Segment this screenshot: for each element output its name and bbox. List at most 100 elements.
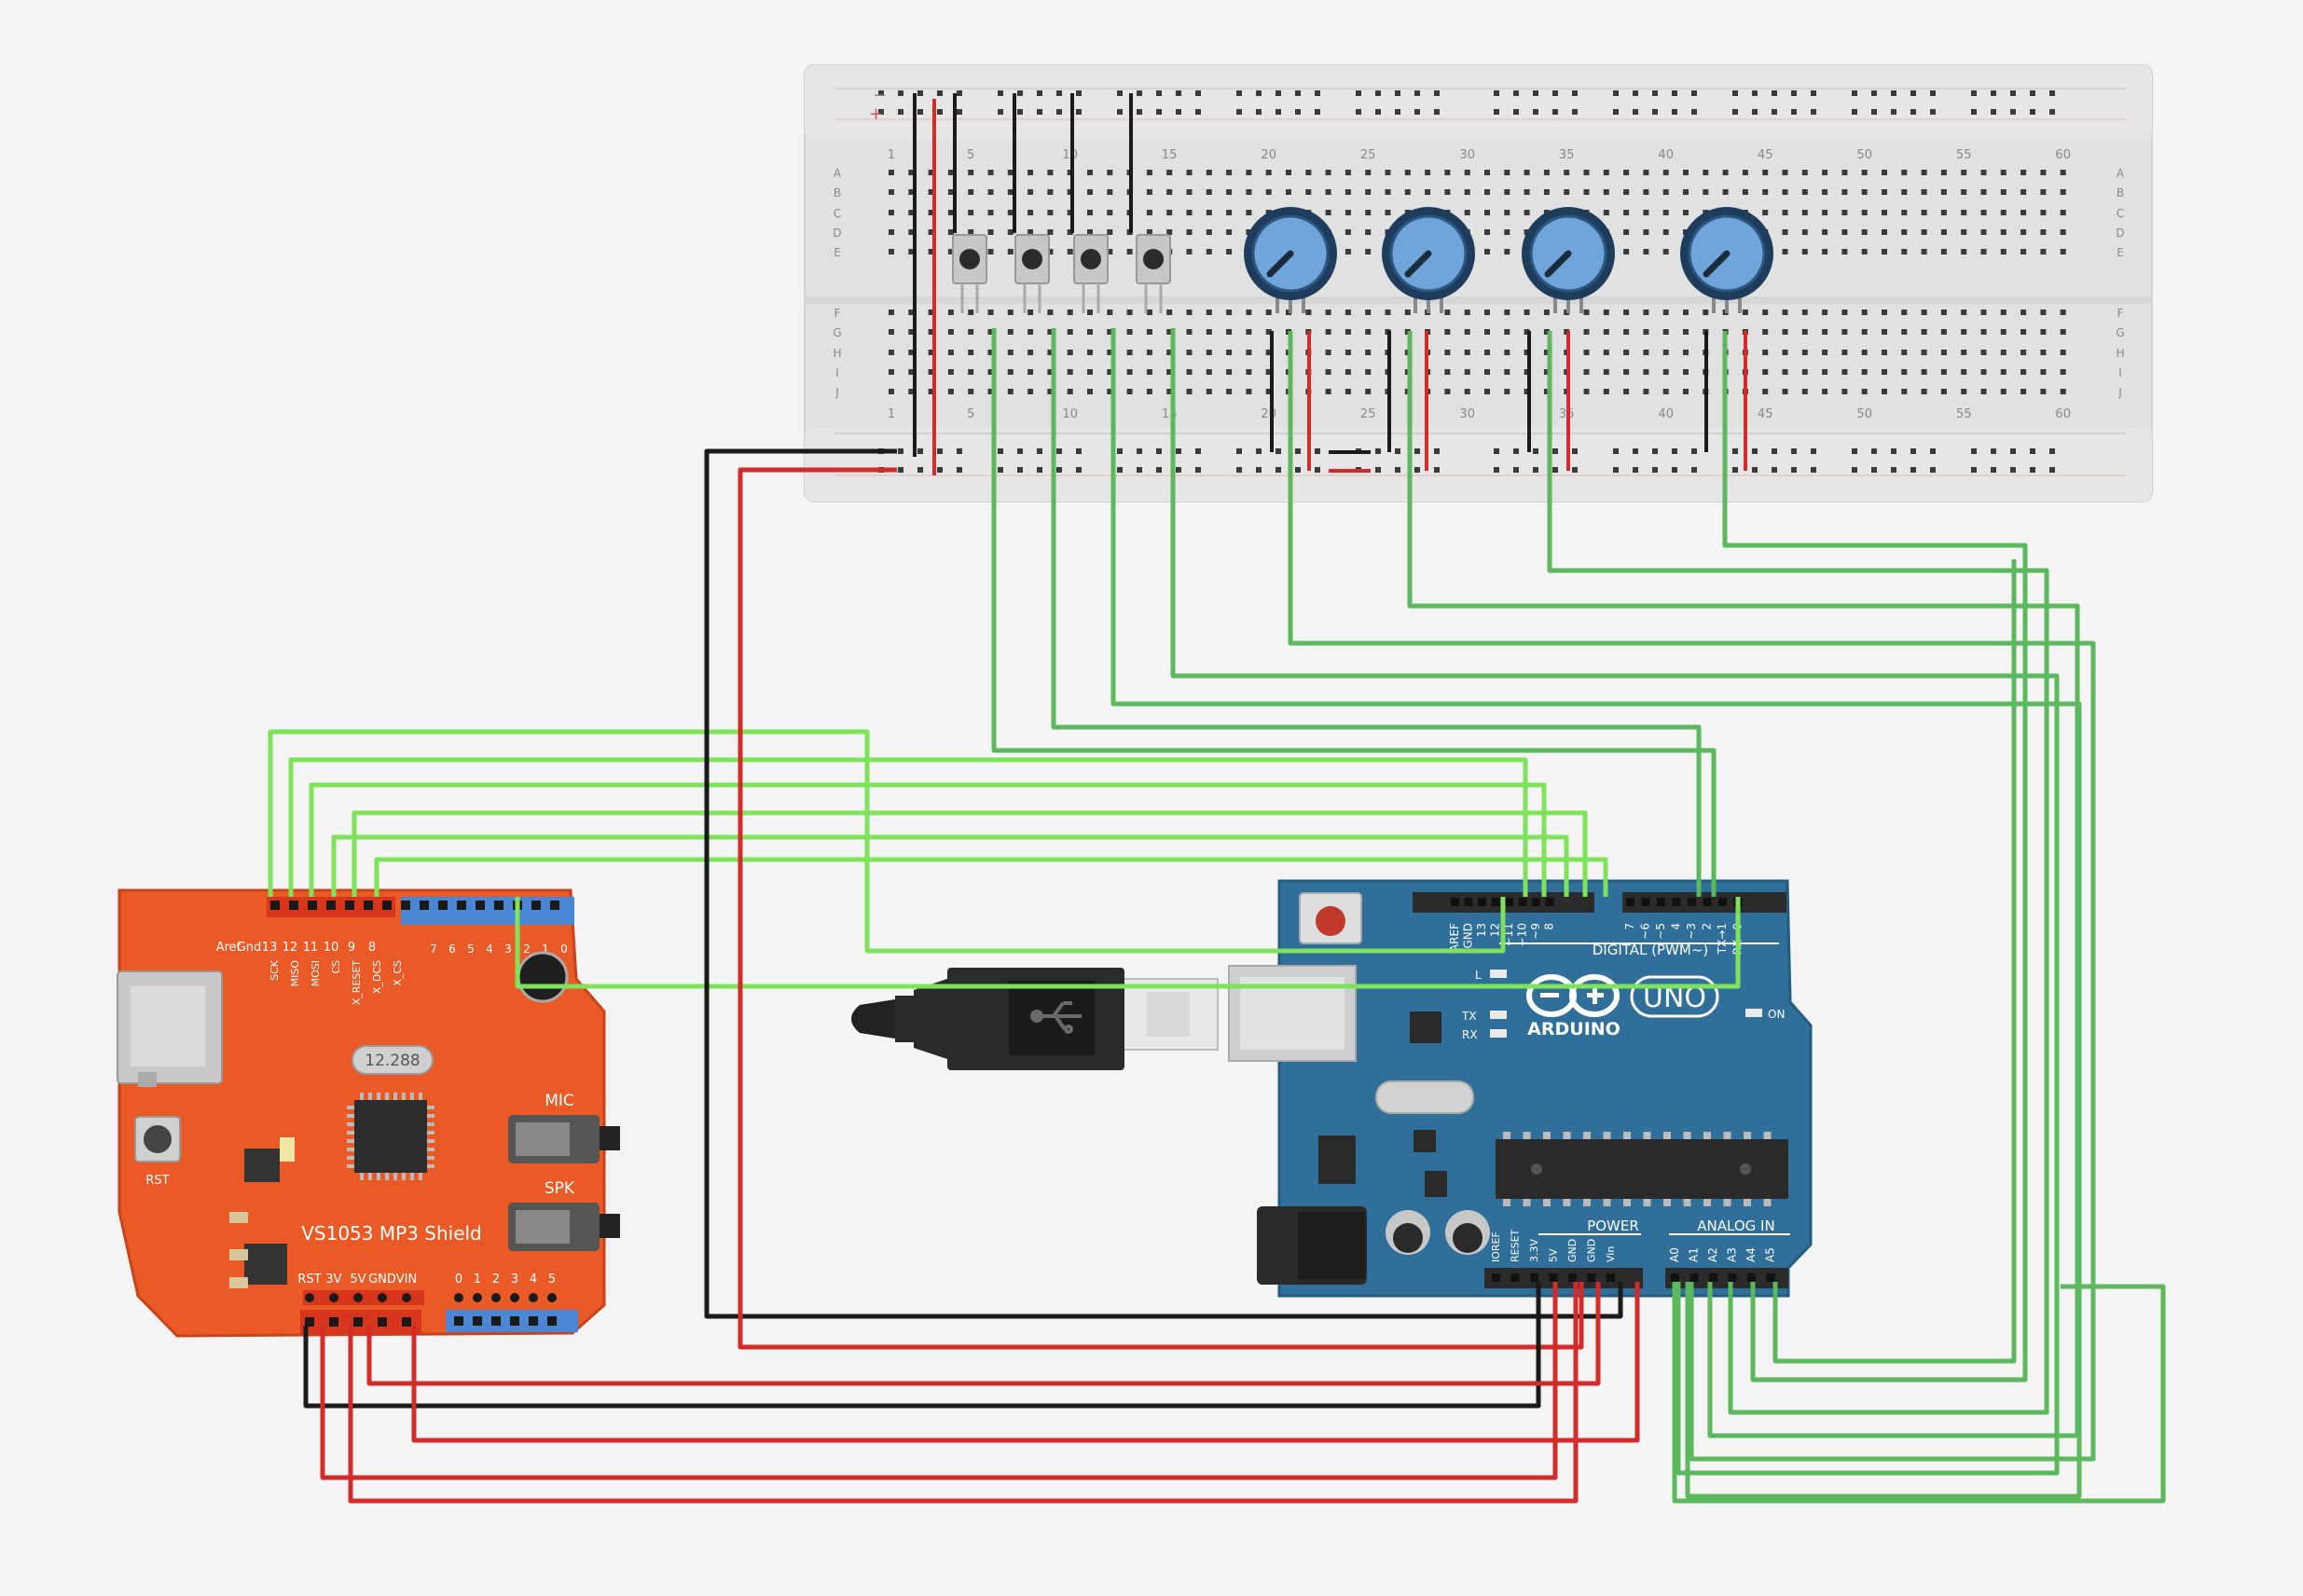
mic-jack[interactable]: [508, 1115, 620, 1163]
wires[interactable]: [268, 328, 2166, 1504]
arduino-digital-pin-label: GND: [1462, 923, 1475, 949]
shield-pin-label: 9: [348, 941, 355, 955]
push-button-4[interactable]: [1136, 234, 1171, 313]
shield-pin-label: 11: [303, 941, 319, 955]
arduino-digital-pin-label: AREF: [1448, 923, 1461, 952]
potentiometer-1[interactable]: [1244, 207, 1337, 313]
arduino-digital-pin-label: 4: [1670, 923, 1683, 930]
spk-jack[interactable]: [508, 1203, 620, 1251]
wire-5v-shield[interactable]: [348, 1282, 1579, 1504]
arduino-analog-pin-label: A4: [1744, 1247, 1758, 1262]
shield-pin-label: 12: [283, 941, 298, 955]
row-letter: J: [834, 386, 839, 399]
column-number-top: 55: [1956, 148, 1972, 162]
digital-header-label: DIGITAL (PWM~): [1593, 942, 1709, 958]
shield-pin-label: Aref: [216, 941, 241, 955]
wire-3v-shield[interactable]: [320, 1282, 1558, 1480]
wire-pot-2[interactable]: [1407, 331, 2080, 1438]
wire-spi-1[interactable]: [268, 729, 1506, 954]
row-letter: H: [2116, 347, 2124, 360]
potentiometer-2[interactable]: [1382, 207, 1475, 313]
shield-power-label: 5V: [350, 1273, 365, 1286]
led-on-label: ON: [1768, 1008, 1785, 1021]
shield-analog-label: 3: [511, 1273, 518, 1286]
shield-analog-label: 1: [474, 1273, 481, 1286]
arduino-digital-pin-label: 7: [1623, 923, 1636, 930]
wire-button-4[interactable]: [1170, 328, 2060, 1476]
arduino-power-pin-label: 5V: [1548, 1248, 1560, 1262]
wire-gnd-breadboard[interactable]: [704, 448, 1623, 1319]
shield-spi-label: MOSI: [310, 960, 322, 986]
shield-digital-label: 6: [448, 942, 456, 956]
wire-5v-breadboard[interactable]: [738, 467, 1584, 1350]
breadboard-jumpers: [913, 93, 1747, 475]
wire-pot-1[interactable]: [1288, 331, 2096, 1462]
shield-analog-label: 0: [455, 1273, 462, 1286]
shield-digital-label: 2: [523, 942, 531, 956]
row-letter: D: [833, 227, 841, 240]
usb-icon: [1030, 1001, 1082, 1034]
wire-pot-4[interactable]: [1722, 331, 2028, 1383]
column-number-top: 50: [1856, 148, 1872, 162]
wire-spi-3[interactable]: [309, 782, 1547, 897]
wire-vin-shield[interactable]: [411, 1282, 1640, 1443]
led-tx-label: TX: [1461, 1010, 1477, 1023]
column-number-bottom: 5: [967, 407, 974, 421]
potentiometers[interactable]: [1244, 207, 1773, 313]
shield-power-label: RST: [297, 1273, 321, 1286]
shield-spi-label: X_RESET: [351, 960, 363, 1006]
wire-gnd-shield[interactable]: [303, 1282, 1541, 1409]
shield-reset-button[interactable]: [134, 1116, 181, 1163]
push-buttons[interactable]: [952, 234, 1171, 313]
row-letter: H: [833, 347, 841, 360]
breadboard[interactable]: 1155101015152020252530303535404045455050…: [804, 64, 2153, 502]
push-button-1[interactable]: [952, 234, 987, 313]
column-number-bottom: 30: [1459, 407, 1475, 421]
row-letter: D: [2116, 227, 2124, 240]
usb-cable[interactable]: [851, 968, 1219, 1070]
potentiometer-3[interactable]: [1522, 207, 1615, 313]
wire-spi-5[interactable]: [331, 834, 1569, 897]
column-number-top: 35: [1559, 148, 1575, 162]
potentiometer-4[interactable]: [1680, 207, 1773, 313]
column-number-top: 60: [2055, 148, 2071, 162]
row-letter: E: [834, 246, 841, 259]
wire-dreq[interactable]: [515, 897, 1741, 989]
arduino-power-pin-label: RESET: [1510, 1229, 1522, 1262]
arduino-digital-pin-label: 12: [1489, 923, 1502, 937]
wire-pot-5[interactable]: [1772, 559, 2017, 1364]
arduino-digital-pin-label: 2: [1701, 923, 1714, 930]
arduino-analog-pin-label: A1: [1688, 1247, 1701, 1262]
wire-spi-2[interactable]: [288, 757, 1528, 897]
wire-button-2[interactable]: [1051, 328, 1702, 897]
wire-spi-4[interactable]: [352, 810, 1588, 897]
arduino-brand-label: ARDUINO: [1527, 1019, 1620, 1039]
shield-power-label: 3V: [325, 1273, 341, 1286]
wire-rst-shield[interactable]: [366, 1282, 1601, 1386]
shield-spi-label: MISO: [289, 960, 301, 987]
row-letter: F: [2117, 307, 2124, 320]
push-button-2[interactable]: [1014, 234, 1050, 313]
column-number-top: 1: [888, 148, 895, 162]
wire-button-1[interactable]: [991, 328, 1717, 897]
column-number-top: 30: [1459, 148, 1475, 162]
arduino-digital-pin-label: ~5: [1654, 923, 1667, 940]
wire-pot-3[interactable]: [1547, 331, 2049, 1415]
shield-spi-label: CS: [330, 960, 342, 974]
arduino-reset-button[interactable]: [1299, 892, 1362, 944]
column-number-bottom: 50: [1856, 407, 1872, 421]
push-button-3[interactable]: [1073, 234, 1109, 313]
shield-digital-label: 5: [467, 942, 475, 956]
led-l-label: L: [1475, 969, 1482, 982]
wire-pot-return[interactable]: [1672, 1282, 2166, 1504]
wire-spi-6[interactable]: [374, 857, 1608, 897]
shield-title: VS1053 MP3 Shield: [301, 1222, 482, 1245]
column-number-bottom: 55: [1956, 407, 1972, 421]
analog-header-label: ANALOG IN: [1697, 1218, 1774, 1234]
row-letter: I: [835, 366, 839, 379]
shield-analog-label: 2: [492, 1273, 500, 1286]
shield-pin-label: Gnd: [237, 941, 262, 955]
